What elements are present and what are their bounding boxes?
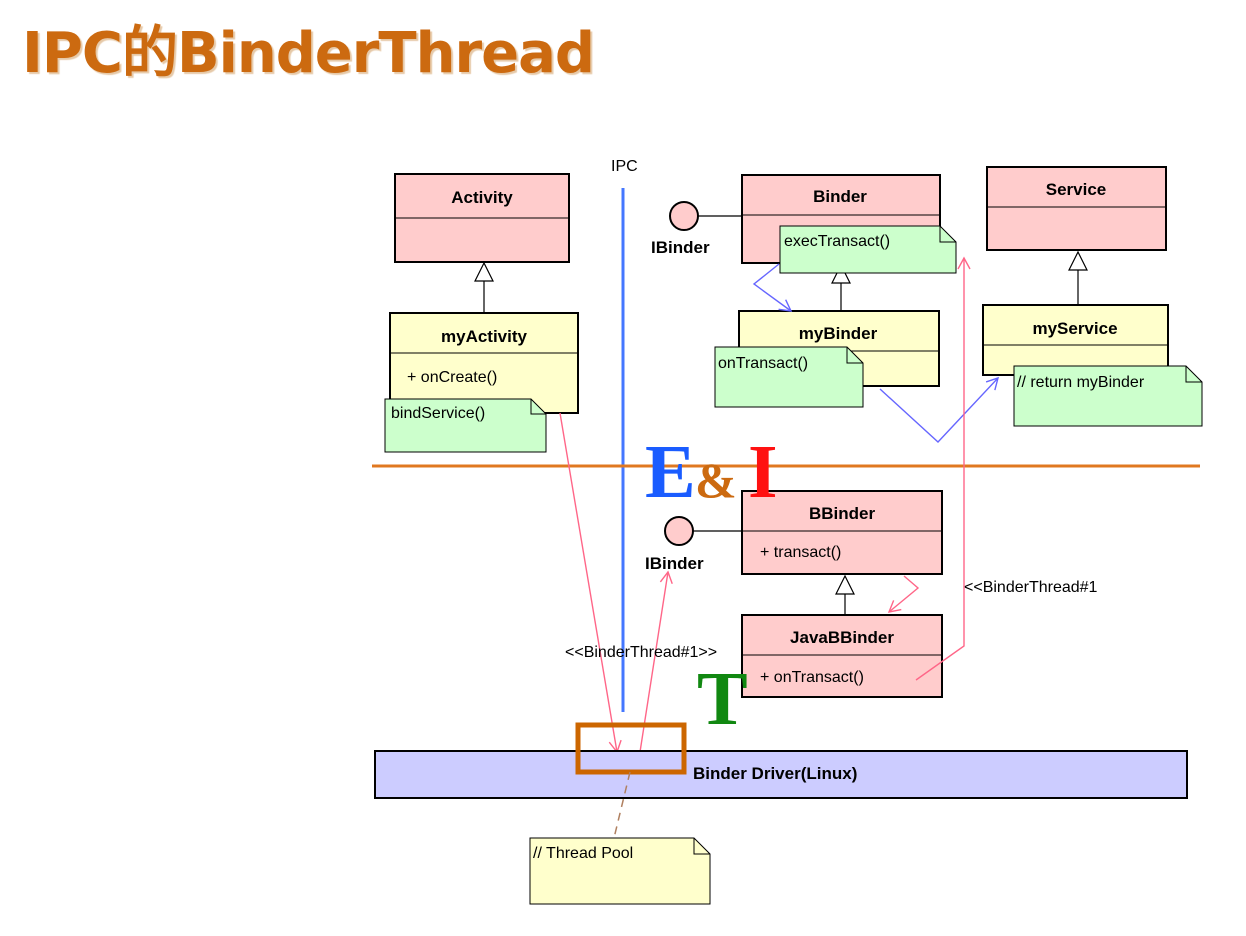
class-service: Service bbox=[986, 166, 1167, 251]
class-java-bbinder: JavaBBinder + onTransact() bbox=[741, 614, 943, 698]
ipc-label: IPC bbox=[611, 158, 638, 175]
class-activity: Activity bbox=[394, 173, 570, 263]
note-bind-service: bindService() bbox=[384, 398, 547, 453]
call-arrow-mybinder-to-myservice bbox=[879, 376, 999, 443]
class-name-my-service: myService bbox=[1032, 319, 1117, 338]
call-arrow-transact-to-ontransact bbox=[887, 575, 920, 613]
class-bbinder: BBinder + transact() bbox=[741, 490, 943, 575]
binder-thread-label-right: <<BinderThread#1 bbox=[964, 579, 1098, 596]
note-bind-service-text: bindService() bbox=[391, 405, 485, 422]
note-return-binder: // return myBinder bbox=[1013, 365, 1203, 427]
note-on-transact: onTransact() bbox=[714, 346, 864, 408]
binder-thread-label-left: <<BinderThread#1>> bbox=[565, 644, 717, 661]
note-exec-transact: execTransact() bbox=[779, 225, 957, 274]
class-name-binder: Binder bbox=[813, 187, 867, 206]
class-name-service: Service bbox=[1046, 180, 1107, 199]
ei-logo-e: E bbox=[645, 430, 696, 514]
inheritance-arrow-service bbox=[1068, 250, 1088, 271]
call-arrow-bindservice-to-driver bbox=[559, 412, 622, 754]
call-arrow-driver-to-ibinder bbox=[639, 570, 673, 753]
class-name-java-bbinder: JavaBBinder bbox=[790, 628, 894, 647]
note-on-transact-text: onTransact() bbox=[718, 355, 808, 372]
note-exec-transact-text: execTransact() bbox=[784, 233, 890, 250]
ibinder-label-bottom: IBinder bbox=[645, 554, 704, 573]
note-thread-pool-text: // Thread Pool bbox=[533, 845, 633, 862]
class-my-activity: myActivity + onCreate() bbox=[389, 312, 579, 414]
inheritance-arrow-bbinder bbox=[835, 574, 855, 595]
member-on-transact: + onTransact() bbox=[760, 669, 864, 686]
class-my-service: myService bbox=[982, 304, 1169, 376]
call-arrow-exec-to-mybinder bbox=[752, 263, 793, 312]
inheritance-arrow-binder bbox=[831, 263, 851, 284]
ibinder-interface-top-icon bbox=[669, 201, 699, 231]
member-transact: + transact() bbox=[760, 544, 841, 561]
thread-pool-connector bbox=[613, 771, 631, 839]
class-name-activity: Activity bbox=[451, 188, 513, 207]
t-logo: T bbox=[697, 657, 748, 741]
inheritance-arrow-activity bbox=[474, 261, 494, 282]
binder-driver: Binder Driver(Linux) bbox=[374, 750, 1188, 799]
class-name-my-binder: myBinder bbox=[799, 324, 878, 343]
ibinder-interface-bottom-icon bbox=[664, 516, 694, 546]
class-name-my-activity: myActivity bbox=[441, 327, 528, 346]
binder-driver-label: Binder Driver(Linux) bbox=[693, 764, 857, 783]
ei-logo-amp: & bbox=[695, 452, 737, 508]
page-title: IPC的BinderThread bbox=[22, 21, 595, 86]
call-arrow-ontransact-to-exectransact bbox=[915, 256, 971, 681]
ei-logo-i: I bbox=[748, 430, 778, 514]
note-thread-pool: // Thread Pool bbox=[529, 837, 711, 905]
member-on-create: + onCreate() bbox=[407, 369, 497, 386]
note-return-binder-text: // return myBinder bbox=[1017, 374, 1145, 391]
ibinder-label-top: IBinder bbox=[651, 238, 710, 257]
thread-pool-highlight bbox=[575, 722, 687, 775]
ei-logo: E & I bbox=[645, 430, 778, 514]
class-name-bbinder: BBinder bbox=[809, 504, 876, 523]
